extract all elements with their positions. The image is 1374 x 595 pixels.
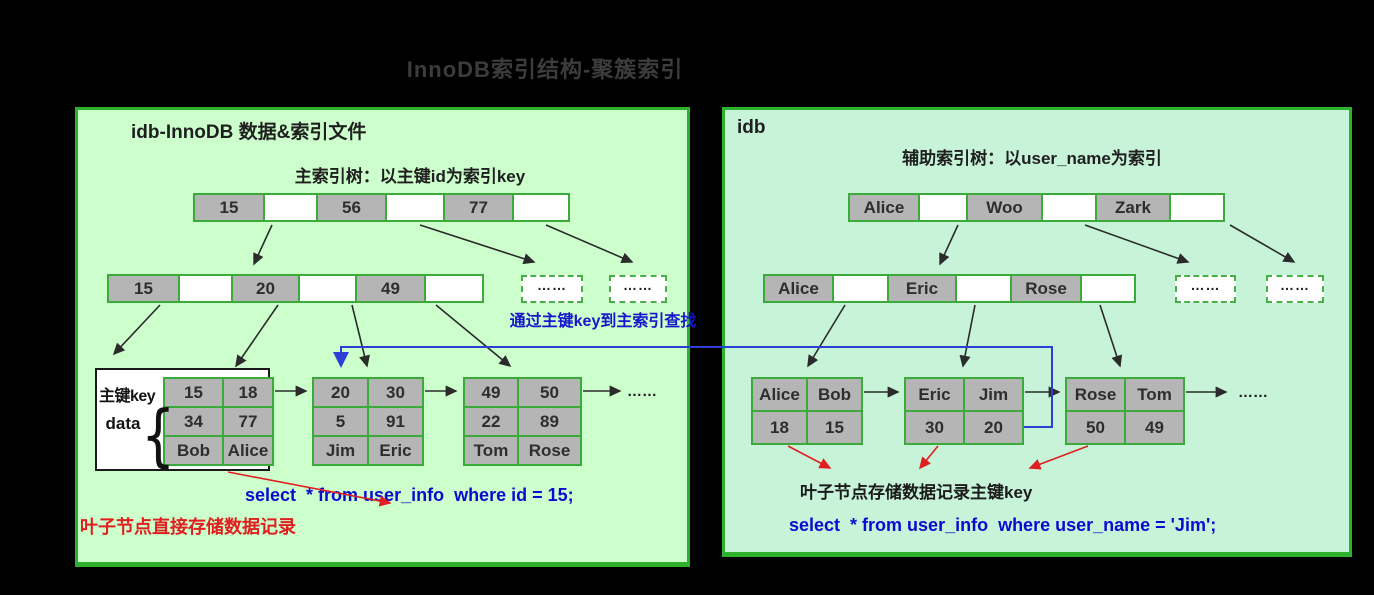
index-cell: Eric [887,274,957,303]
left-panel-title: idb-InnoDB 数据&索引文件 [131,122,367,143]
right-internal-node: Alice Eric Rose [763,274,1136,303]
more-node-box: …… [1175,275,1236,303]
right-sql-text: select * from user_info where user_name … [789,515,1217,535]
left-root-node: 15 56 77 [193,193,570,222]
index-cell: Zark [1095,193,1171,222]
pointer-cell [832,274,889,303]
ellipsis: …… [1280,277,1310,293]
leaf-node: Rose Tom 50 49 [1065,377,1185,445]
leaf-cell: 49 [1124,410,1185,445]
pointer-cell [178,274,233,303]
leaf-cell: 50 [1065,410,1126,445]
leaf-cell: 15 [163,377,224,408]
leaf-node: 49 50 22 89 Tom Rose [463,377,582,466]
left-sql-text: select * from user_info where id = 15; [245,485,574,505]
index-cell: 15 [193,193,265,222]
right-panel-subtitle: 辅助索引树：以user_name为索引 [902,149,1162,168]
leaf-cell: 5 [312,406,369,437]
leaf-cell: 34 [163,406,224,437]
pointer-cell [918,193,968,222]
index-cell: Rose [1010,274,1082,303]
leaf-cell: Bob [163,435,224,466]
index-cell: 15 [107,274,180,303]
ellipsis: …… [623,277,653,293]
more-node-box: …… [1266,275,1324,303]
pointer-cell [1041,193,1097,222]
primary-key-label: 主键key [99,388,156,405]
right-root-node: Alice Woo Zark [848,193,1225,222]
left-internal-node: 15 20 49 [107,274,484,303]
index-cell: Alice [848,193,920,222]
leaf-cell: 20 [963,410,1024,445]
leaf-cell: 18 [222,377,274,408]
pointer-cell [1169,193,1225,222]
leaf-cell: Rose [517,435,582,466]
leaf-node: Eric Jim 30 20 [904,377,1024,445]
leaf-more-ellipsis: …… [627,383,657,400]
data-brace: { [141,396,176,475]
leaf-cell: 89 [517,406,582,437]
index-cell: 49 [355,274,426,303]
data-label: data [105,414,141,433]
pointer-cell [385,193,445,222]
leaf-cell: 50 [517,377,582,408]
right-leaf-note: 叶子节点存储数据记录主键key [800,483,1033,502]
left-leaf-note: 叶子节点直接存储数据记录 [80,517,296,537]
leaf-cell: 20 [312,377,369,408]
index-cell: 20 [231,274,300,303]
leaf-node: 15 18 34 77 Bob Alice [163,377,274,466]
right-panel-title: idb [737,117,766,138]
left-panel-subtitle: 主索引树：以主键id为索引key [294,167,526,186]
pointer-cell [263,193,318,222]
leaf-cell: Alice [222,435,274,466]
pointer-cell [298,274,357,303]
leaf-cell: 77 [222,406,274,437]
leaf-cell: 15 [806,410,863,445]
leaf-cell: 49 [463,377,519,408]
leaf-cell: Jim [312,435,369,466]
ellipsis: …… [1190,277,1221,293]
leaf-cell: Eric [367,435,424,466]
page-title: InnoDB索引结构-聚簇索引 [406,57,684,82]
leaf-cell: Rose [1065,377,1126,412]
leaf-cell: 30 [367,377,424,408]
index-cell: Alice [763,274,834,303]
index-cell: Woo [966,193,1043,222]
leaf-cell: Eric [904,377,965,412]
leaf-node: 20 30 5 91 Jim Eric [312,377,424,466]
more-node-box: …… [609,275,667,303]
ellipsis: …… [537,277,567,293]
more-node-box: …… [521,275,583,303]
leaf-cell: Bob [806,377,863,412]
leaf-more-ellipsis: …… [1238,384,1268,401]
leaf-cell: 18 [751,410,808,445]
pointer-cell [424,274,484,303]
leaf-cell: Tom [1124,377,1185,412]
pointer-cell [512,193,570,222]
leaf-cell: Alice [751,377,808,412]
index-cell: 56 [316,193,387,222]
leaf-cell: 30 [904,410,965,445]
leaf-node: Alice Bob 18 15 [751,377,863,445]
index-cell: 77 [443,193,514,222]
leaf-cell: 91 [367,406,424,437]
leaf-cell: Tom [463,435,519,466]
pointer-cell [955,274,1012,303]
leaf-cell: Jim [963,377,1024,412]
pointer-cell [1080,274,1136,303]
lookup-hint-text: 通过主键key到主索引查找 [509,313,697,330]
leaf-cell: 22 [463,406,519,437]
